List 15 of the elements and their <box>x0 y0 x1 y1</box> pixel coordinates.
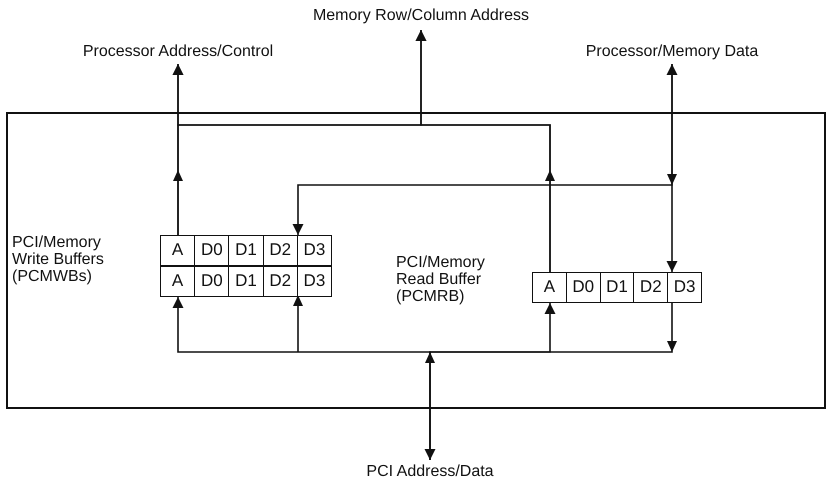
buffer-register <box>532 272 702 303</box>
buffer-register <box>160 235 332 266</box>
bus-arrow <box>292 64 678 235</box>
signal-label: PCI Address/Data <box>330 462 530 484</box>
controller-boundary <box>6 112 826 409</box>
bus-arrow <box>416 30 551 272</box>
buffer-label: PCI/Memory Read Buffer (PCMRB) <box>396 254 486 305</box>
signal-label: Processor/Memory Data <box>568 42 776 62</box>
buffer-slot: D0 <box>194 236 228 265</box>
signal-label: Memory Row/Column Address <box>291 6 551 28</box>
bus-arrow <box>666 64 678 272</box>
bus-arrow <box>424 303 673 460</box>
signal-label: Processor Address/Control <box>78 42 278 62</box>
buffer-label: PCI/Memory Write Buffers (PCMWBs) <box>12 234 105 285</box>
buffer-register <box>160 266 332 297</box>
